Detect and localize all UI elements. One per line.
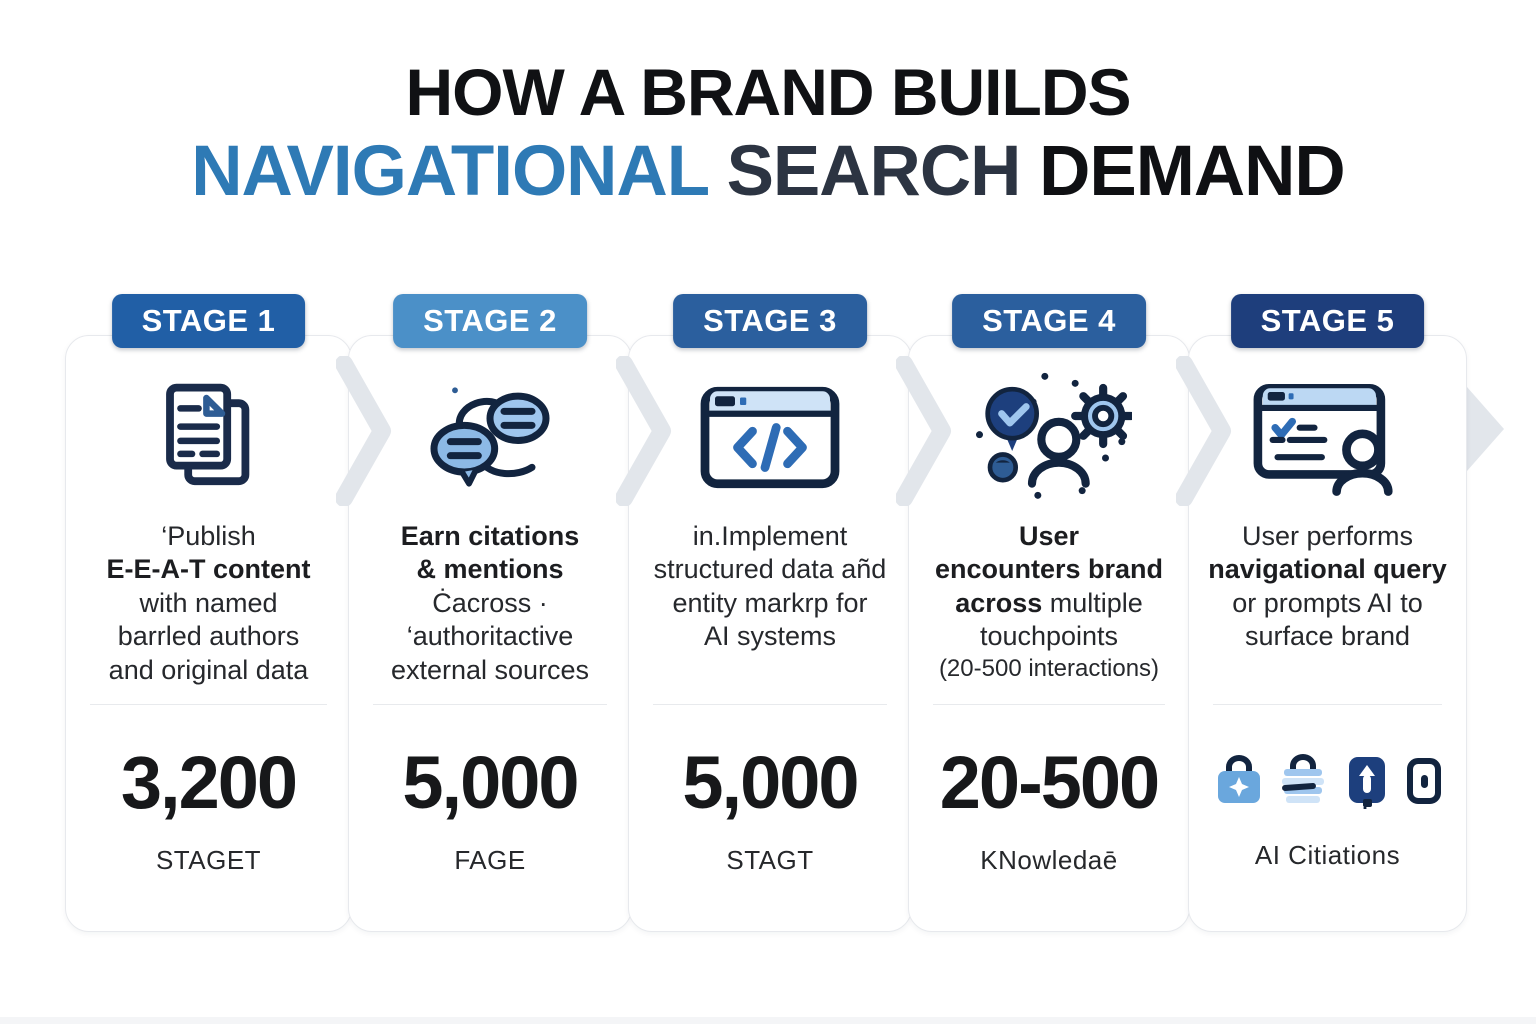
metric-label: STAGT — [726, 845, 814, 875]
small-outline-lock-icon — [1406, 758, 1441, 804]
flow-chevron-icon — [616, 356, 671, 506]
stage-5-metric: AI Citiations — [1189, 740, 1466, 871]
stage-5-card: STAGE 5 User performs navigational query… — [1188, 294, 1467, 932]
metric-value: 20-500 — [939, 741, 1160, 824]
flow-chevron-icon — [896, 356, 951, 506]
stage-2-description: Earn citations & mentions Ċacross · ‘aut… — [390, 521, 590, 685]
metric-label: STAGET — [155, 845, 262, 875]
metric-label: AI Citiations — [1254, 840, 1401, 870]
title-mid-word: SEARCH — [726, 131, 1022, 211]
stage-4-card: STAGE 4 — [908, 294, 1190, 932]
stage-2-badge: STAGE 2 — [393, 294, 587, 348]
stage-4-badge: STAGE 4 — [952, 294, 1146, 348]
metric-value: 3,200 — [120, 741, 298, 824]
ai-citation-icons — [1189, 740, 1466, 820]
title-line-2: NAVIGATIONAL SEARCH DEMAND — [0, 131, 1536, 211]
badge-lock-icon — [1217, 755, 1260, 803]
stage-1-description: ‘Publish E-E-A-T content with named barr… — [106, 521, 311, 685]
stacked-documents-icon — [66, 362, 351, 512]
card-divider — [90, 704, 327, 705]
speech-bubbles-icon — [349, 362, 631, 512]
flow-chevron-icon — [336, 356, 391, 506]
metric-label: FAGE — [454, 845, 526, 875]
metric-label: KNowledaē — [980, 845, 1118, 875]
card-divider — [1213, 704, 1442, 705]
stage-3-description: in.Implement structured data añd entity … — [653, 521, 887, 652]
flow-chevron-icon — [1176, 356, 1231, 506]
search-results-user-icon — [1189, 362, 1466, 512]
page-title: HOW A BRAND BUILDS NAVIGATIONAL SEARCH D… — [0, 56, 1536, 211]
bottom-strip — [0, 1017, 1536, 1024]
stage-1-metric: 3,200 STAGET — [66, 740, 351, 876]
dark-keyhole-lock-icon — [1348, 757, 1385, 809]
striped-list-lock-icon — [1281, 754, 1324, 803]
code-browser-icon — [629, 362, 911, 512]
metric-value: 5,000 — [402, 741, 579, 824]
metric-value: 5,000 — [682, 741, 859, 824]
title-highlight-word: NAVIGATIONAL — [191, 131, 709, 211]
card-divider — [933, 704, 1165, 705]
stage-2-metric: 5,000 FAGE — [349, 740, 631, 876]
stage-3-badge: STAGE 3 — [673, 294, 867, 348]
stage-1-badge: STAGE 1 — [111, 294, 306, 348]
stage-5-badge: STAGE 5 — [1230, 294, 1425, 348]
stage-4-metric: 20-500 KNowledaē — [909, 740, 1189, 876]
brand-touchpoints-icon — [909, 362, 1189, 512]
stage-2-card: STAGE 2 Earn citations & mentions Ċacros… — [348, 294, 632, 932]
card-divider — [373, 704, 607, 705]
stage-5-description: User performs navigational query or prom… — [1208, 521, 1447, 652]
card-divider — [653, 704, 887, 705]
title-line-1: HOW A BRAND BUILDS — [405, 55, 1131, 129]
stage-3-metric: 5,000 STAGT — [629, 740, 911, 876]
stage-4-description: User encounters brand across multiple to… — [934, 521, 1164, 682]
stage-1-card: STAGE 1 ‘Publish E-E-A-T content with na… — [65, 294, 352, 932]
stage-3-card: STAGE 3 in.Implement structured data añd… — [628, 294, 912, 932]
title-end-word: DEMAND — [1039, 131, 1346, 211]
